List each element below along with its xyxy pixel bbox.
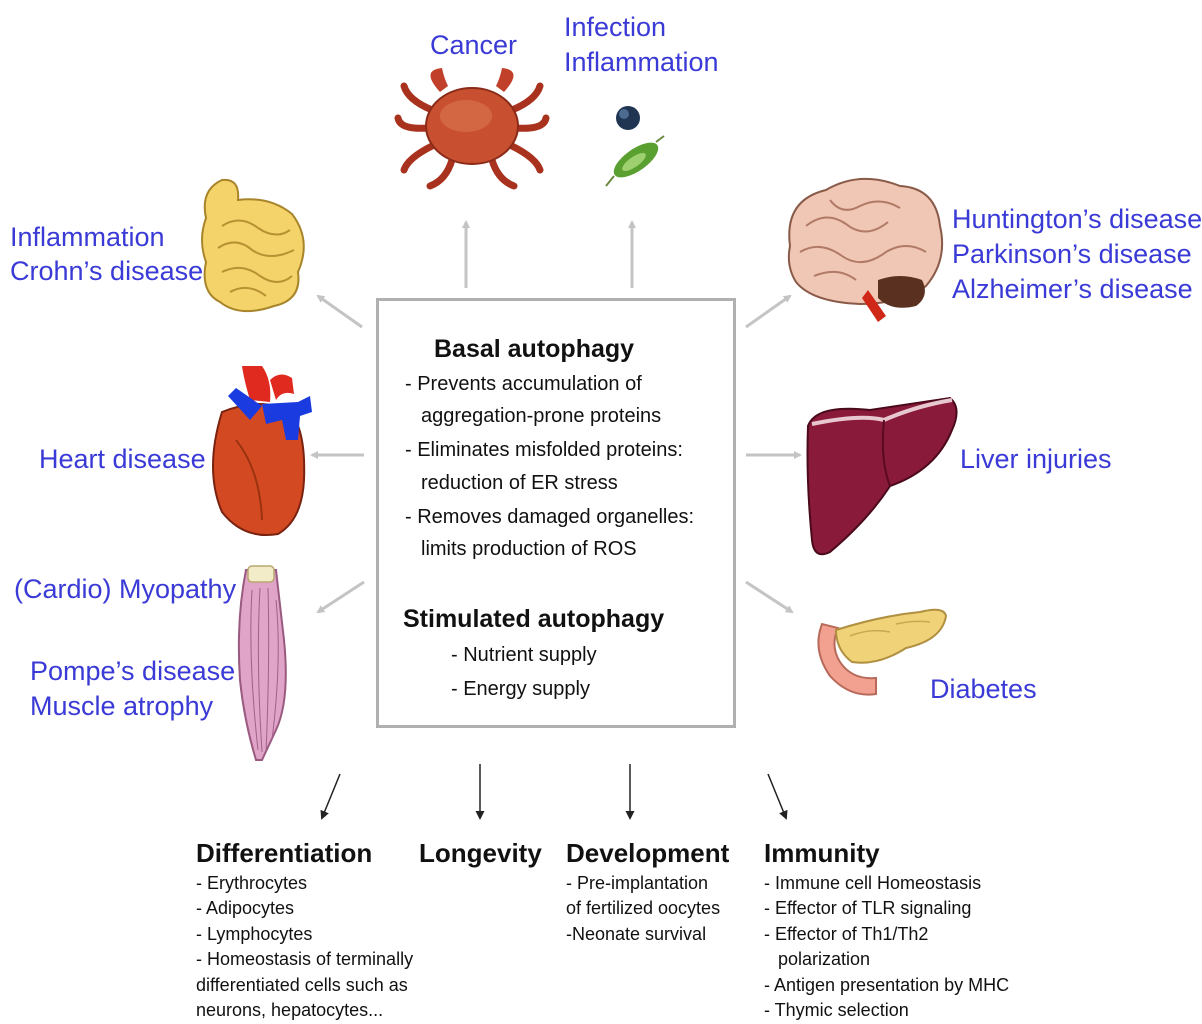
label-cardio-myopathy: (Cardio) Myopathy <box>14 572 236 607</box>
development-line: - Pre-implantation <box>566 871 708 897</box>
stimulated-line: - Energy supply <box>451 678 590 701</box>
arrow-to-immunity <box>768 774 786 818</box>
label-cancer: Cancer <box>430 28 517 63</box>
label-heart-disease: Heart disease <box>39 442 206 477</box>
basal-line: limits production of ROS <box>421 538 637 561</box>
label-inflammation-top: Inflammation <box>564 45 719 80</box>
crab-icon <box>398 68 546 186</box>
stimulated-title: Stimulated autophagy <box>403 605 664 634</box>
heart-icon <box>213 366 312 535</box>
immunity-line: - Immune cell Homeostasis <box>764 871 981 897</box>
brain-icon <box>789 179 942 322</box>
differentiation-line: differentiated cells such as <box>196 973 408 999</box>
arrow-to-muscle <box>318 582 364 612</box>
differentiation-line: - Homeostasis of terminally <box>196 947 413 973</box>
immunity-line: polarization <box>778 947 870 973</box>
development-line: -Neonate survival <box>566 922 706 948</box>
label-gut-inflammation: Inflammation <box>10 220 165 255</box>
differentiation-line: - Lymphocytes <box>196 922 312 948</box>
label-huntington: Huntington’s disease <box>952 202 1202 237</box>
label-alzheimer: Alzheimer’s disease <box>952 272 1193 307</box>
differentiation-line: - Erythrocytes <box>196 871 307 897</box>
label-crohns: Crohn’s disease <box>10 254 203 289</box>
basal-line: - Removes damaged organelles: <box>405 506 694 529</box>
longevity-title: Longevity <box>419 838 542 869</box>
pathogen-icon <box>606 106 664 186</box>
basal-line: reduction of ER stress <box>421 472 618 495</box>
label-diabetes: Diabetes <box>930 672 1037 707</box>
label-infection: Infection <box>564 10 666 45</box>
label-muscle-atrophy: Muscle atrophy <box>30 689 213 724</box>
development-title: Development <box>566 838 729 869</box>
immunity-line: - Antigen presentation by MHC <box>764 973 1009 999</box>
basal-line: - Prevents accumulation of <box>405 373 642 396</box>
immunity-line: - Effector of Th1/Th2 <box>764 922 928 948</box>
basal-line: aggregation-prone proteins <box>421 405 661 428</box>
differentiation-title: Differentiation <box>196 838 372 869</box>
immunity-line: - Thymic selection <box>764 998 909 1024</box>
arrow-to-differentiation <box>322 774 340 818</box>
muscle-icon <box>239 566 286 760</box>
pancreas-icon <box>818 610 946 695</box>
development-line: of fertilized oocytes <box>566 896 720 922</box>
black-arrows <box>322 764 786 818</box>
basal-line: - Eliminates misfolded proteins: <box>405 439 683 462</box>
label-liver-injuries: Liver injuries <box>960 442 1112 477</box>
liver-icon <box>808 398 957 554</box>
immunity-title: Immunity <box>764 838 880 869</box>
intestine-icon <box>202 180 304 311</box>
stimulated-line: - Nutrient supply <box>451 644 597 667</box>
arrow-to-pancreas <box>746 582 792 612</box>
arrow-to-brain <box>746 296 790 327</box>
immunity-line: - Effector of TLR signaling <box>764 896 971 922</box>
label-pompe: Pompe’s disease <box>30 654 235 689</box>
differentiation-line: - Adipocytes <box>196 896 294 922</box>
differentiation-line: neurons, hepatocytes... <box>196 998 383 1024</box>
autophagy-box: Basal autophagy - Prevents accumulation … <box>376 298 736 728</box>
basal-title: Basal autophagy <box>434 335 634 364</box>
arrow-to-gut <box>318 296 362 327</box>
label-parkinson: Parkinson’s disease <box>952 237 1192 272</box>
